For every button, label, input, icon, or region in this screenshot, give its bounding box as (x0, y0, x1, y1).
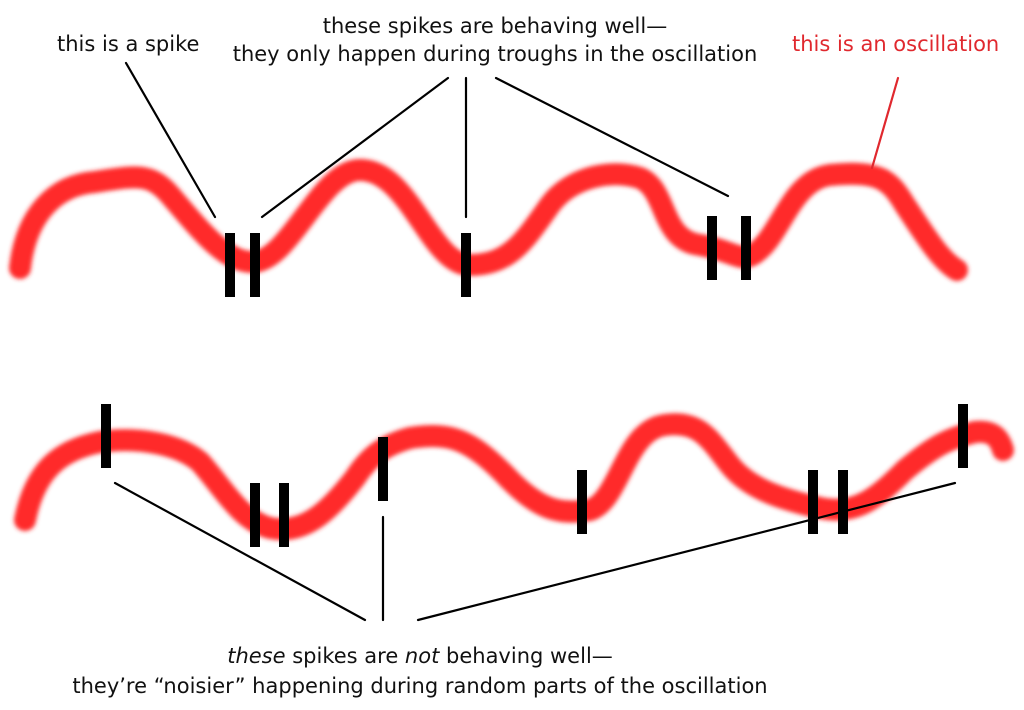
pointer-line-bad-1 (113, 481, 367, 622)
spike-bottom-1 (101, 404, 111, 468)
label-bad-mid: spikes are (285, 644, 405, 668)
label-bad-these: these (227, 644, 286, 668)
pointer-line-well-1 (260, 76, 450, 219)
spike-bottom-8 (958, 404, 968, 468)
spike-bottom-5 (577, 470, 587, 534)
pointer-line-well-3 (494, 76, 730, 198)
label-well-line2: they only happen during troughs in the o… (232, 42, 758, 66)
oscillation-wave-top (9, 159, 968, 281)
pointer-lines-top (124, 61, 730, 219)
spike-top-4 (707, 216, 717, 280)
label-bad-line1: these spikes are not behaving well— (150, 643, 690, 669)
spike-bottom-7 (838, 470, 848, 534)
spike-bottom-6 (808, 470, 818, 534)
pointer-line-bad-3 (416, 481, 957, 622)
spike-top-1 (225, 233, 235, 297)
spike-top-2 (250, 233, 260, 297)
spike-top-5 (741, 216, 751, 280)
pointer-line-oscillation (870, 76, 900, 170)
label-bad-end: behaving well— (439, 644, 613, 668)
spikes-top (225, 216, 751, 297)
label-bad-line2: they’re “noisier” happening during rando… (72, 674, 768, 698)
label-bad-not: not (404, 644, 440, 668)
spike-top-3 (461, 233, 471, 297)
spikes-bottom (101, 404, 968, 547)
pointer-lines-bottom (113, 481, 957, 622)
label-oscillation: this is an oscillation (792, 32, 1000, 56)
spike-bottom-4 (378, 437, 388, 501)
label-well-line1: these spikes are behaving well— (322, 14, 668, 38)
oscillation-wave-bottom (14, 413, 1014, 541)
label-spike: this is a spike (57, 32, 200, 56)
spike-bottom-3 (279, 483, 289, 547)
spike-bottom-2 (250, 483, 260, 547)
pointer-line-spike (124, 61, 217, 219)
